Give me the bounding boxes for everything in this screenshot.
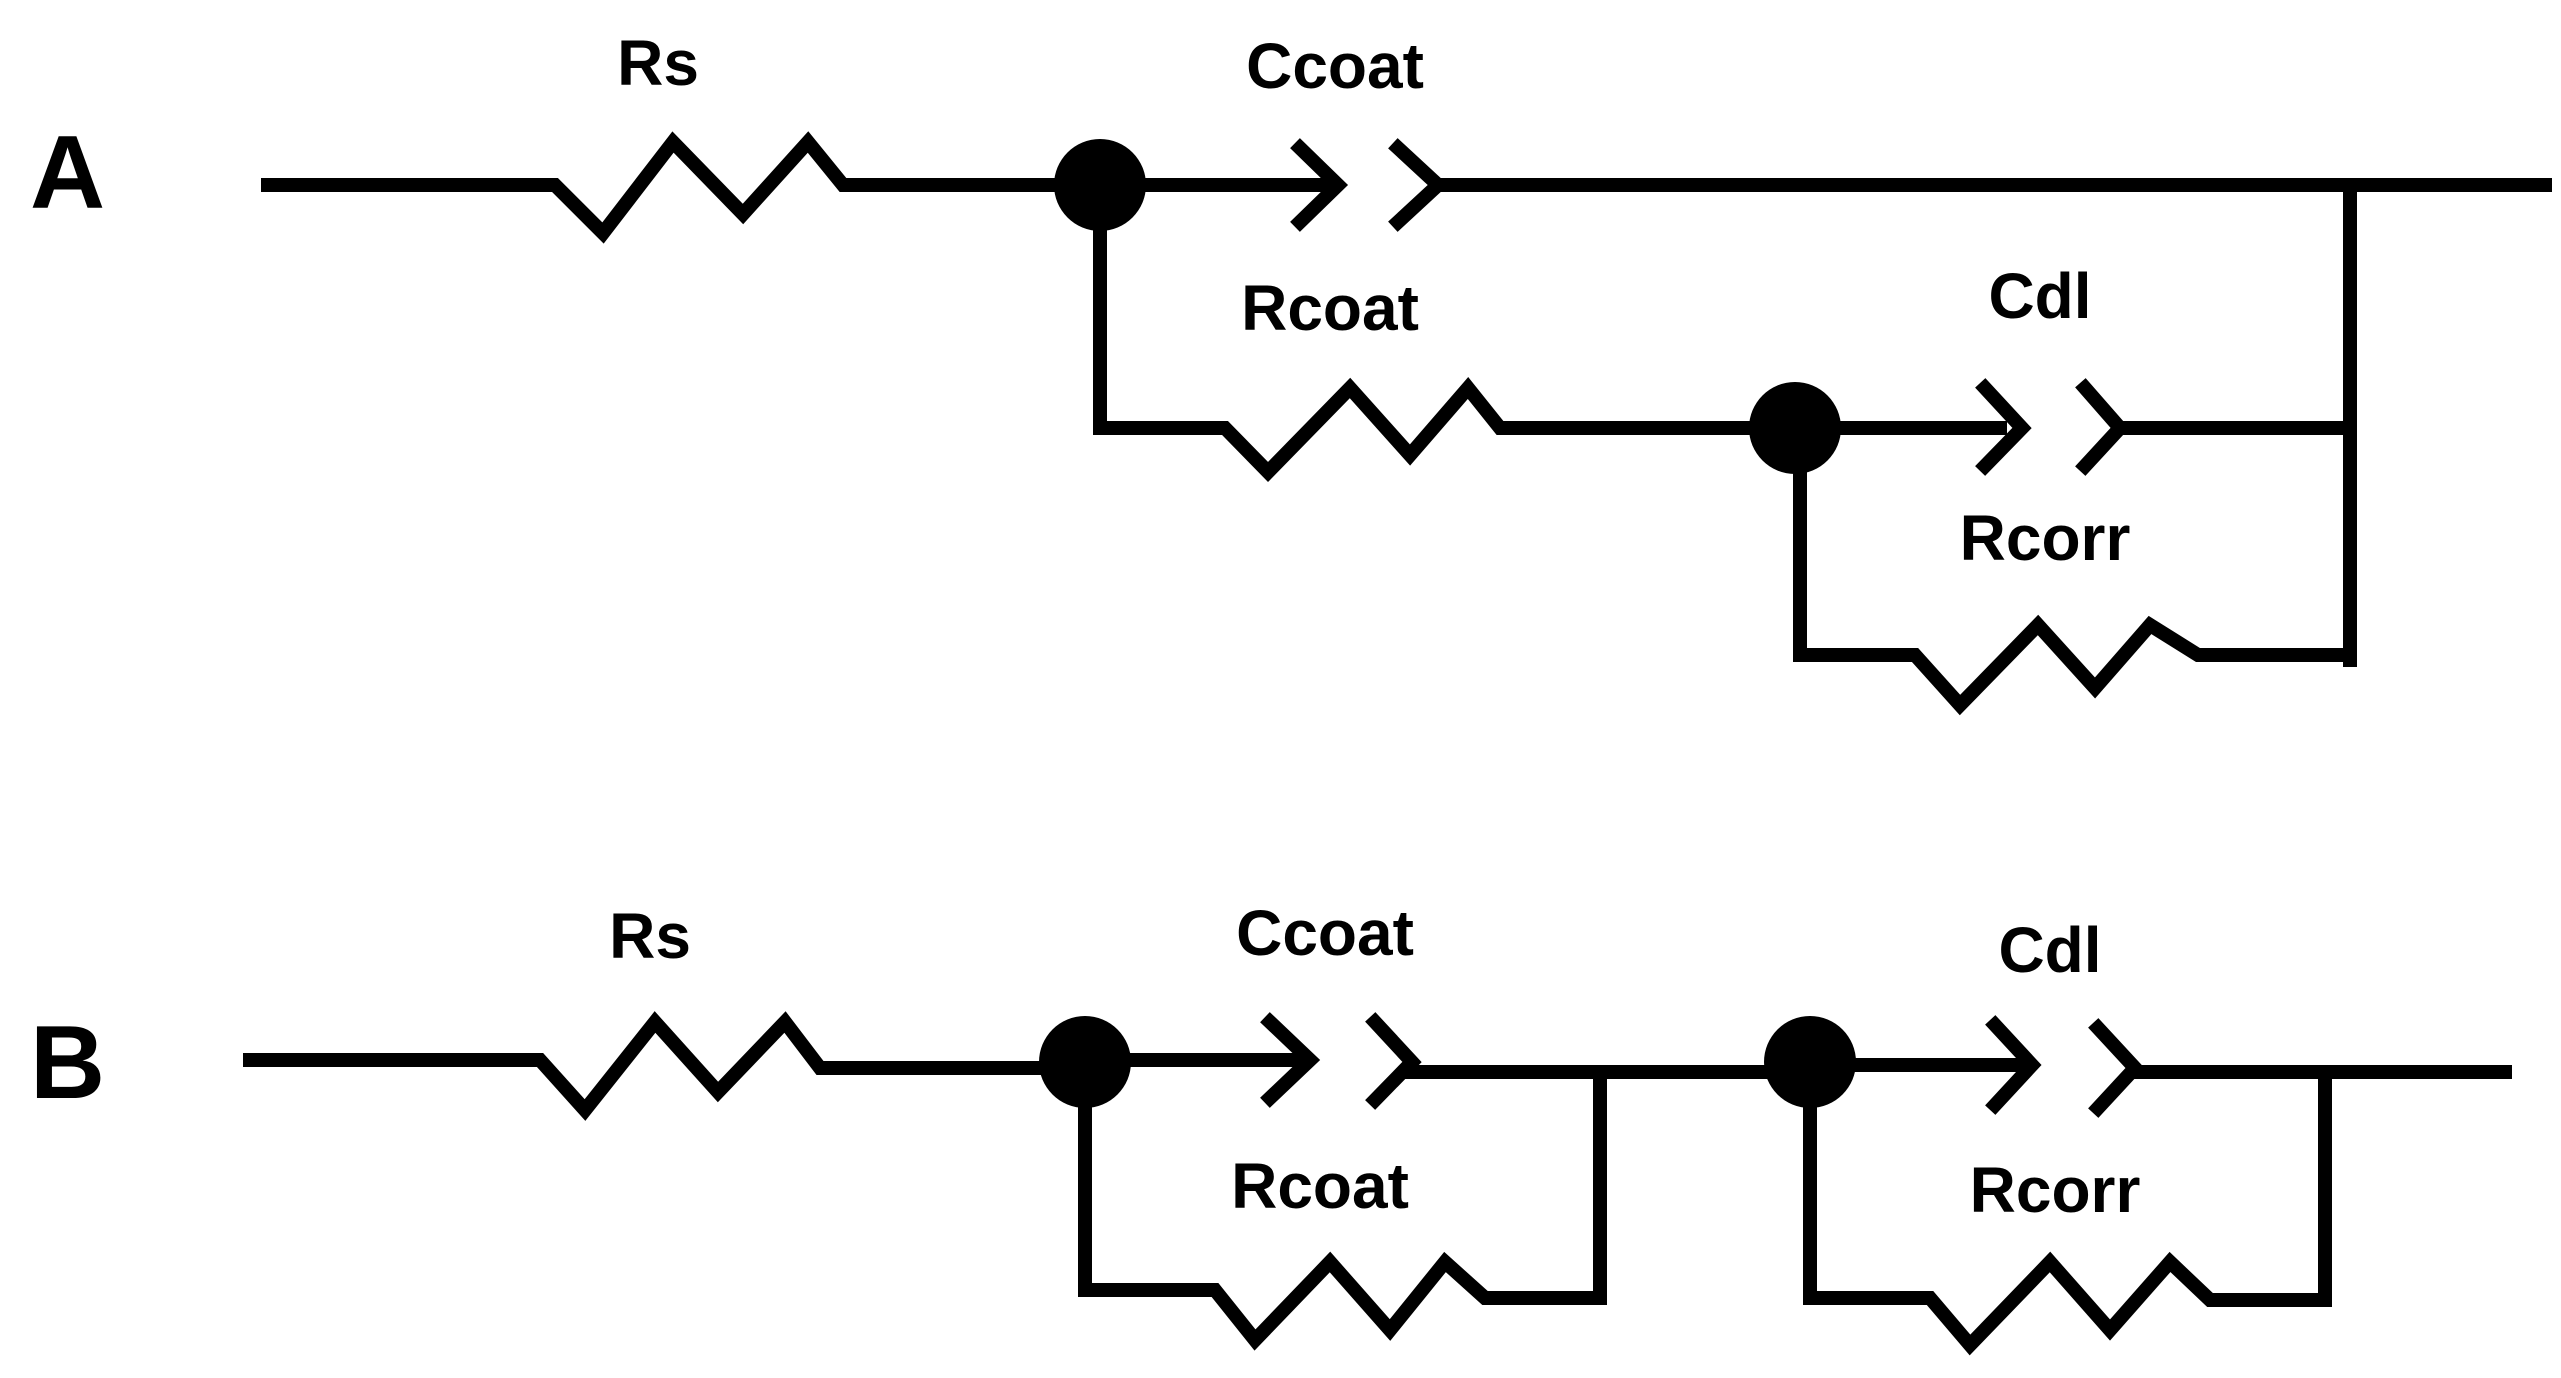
circuit-a-node-2 [1749, 382, 1841, 474]
panel-a-letter: A [30, 115, 105, 231]
circuit-a-cdl-plate-left [1975, 378, 2032, 476]
circuit-b-ccoat-label: Ccoat [1236, 897, 1414, 969]
circuit-a-rcorr-resistor [1793, 421, 2357, 716]
circuit-a-ccoat-label: Ccoat [1246, 30, 1424, 102]
circuit-b-ccoat-plate-right [1365, 1012, 1422, 1110]
circuit-b: B Rs Ccoat Rcoat Cdl Rcorr [30, 897, 2512, 1356]
circuit-b-cdl-label: Cdl [1998, 914, 2101, 986]
circuit-b-rs-resistor [243, 1011, 1092, 1121]
circuit-a-rcoat-label: Rcoat [1241, 272, 1419, 344]
circuit-a-rs-resistor [261, 131, 1107, 244]
circuit-a: A Rs Ccoat Rcoat Cdl Rcorr [30, 27, 2552, 716]
circuit-a-rcoat-resistor [1093, 178, 1787, 483]
circuit-a-ccoat-plate-left [1290, 138, 1349, 232]
circuit-a-node-1 [1054, 139, 1146, 231]
circuit-b-node-1 [1039, 1016, 1131, 1108]
circuit-b-rs-label: Rs [609, 900, 691, 972]
circuit-b-rcoat-label: Rcoat [1231, 1150, 1409, 1222]
circuit-a-rcorr-label: Rcorr [1960, 502, 2131, 574]
circuit-b-ccoat-plate-left [1260, 1012, 1321, 1108]
circuit-b-node-2 [1764, 1016, 1856, 1108]
panel-b-letter: B [30, 1005, 105, 1121]
circuit-a-cdl-label: Cdl [1988, 260, 2091, 332]
circuit-b-rcorr-label: Rcorr [1970, 1154, 2141, 1226]
circuit-b-rcorr-resistor [1803, 1058, 2332, 1356]
circuit-b-rcoat-resistor [1078, 1053, 1607, 1351]
circuit-b-cdl-plate-left [1985, 1015, 2042, 1115]
circuit-a-rs-label: Rs [617, 27, 699, 99]
